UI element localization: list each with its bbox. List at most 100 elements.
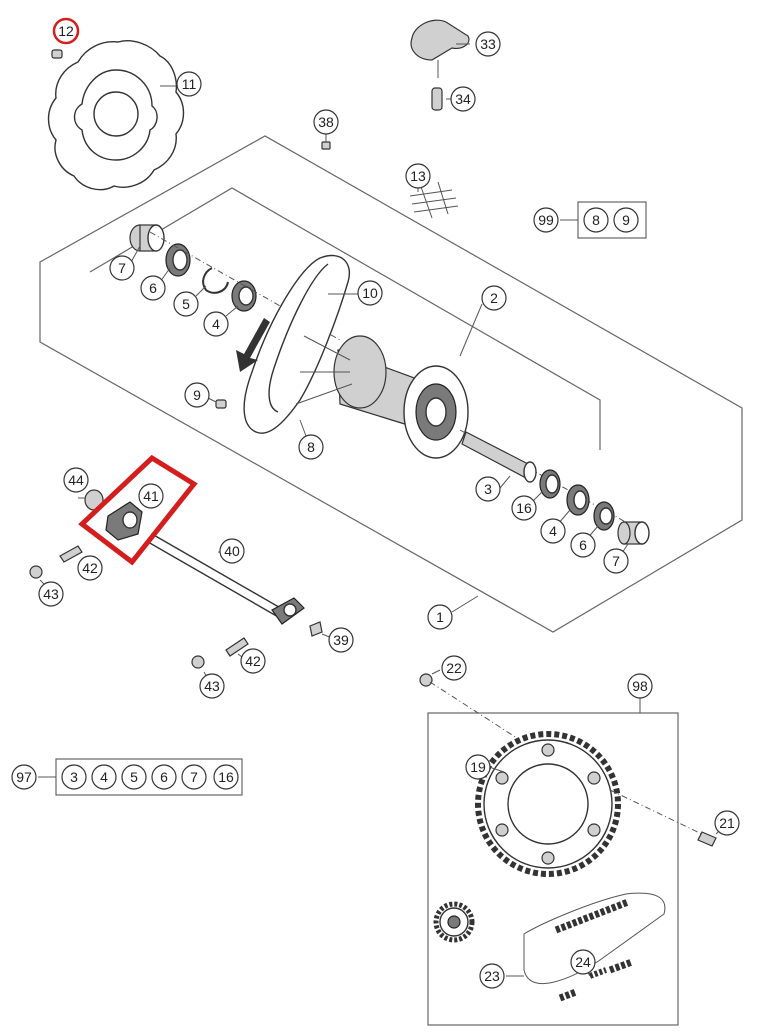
nut-43-right	[191, 655, 205, 669]
kit-97-item-5[interactable]: 5	[121, 764, 147, 790]
kit-97-item-7[interactable]: 7	[181, 764, 207, 790]
callout-4-left[interactable]: 4	[203, 311, 229, 337]
sprocket-kit-frame	[427, 712, 679, 1026]
callout-7-left[interactable]: 7	[109, 255, 135, 281]
svg-text:39: 39	[333, 632, 349, 648]
svg-text:13: 13	[410, 168, 426, 184]
callout-13[interactable]: 13	[405, 163, 431, 189]
adjuster-bolt-42-left	[59, 545, 83, 563]
svg-text:5: 5	[130, 769, 138, 785]
callout-3[interactable]: 3	[475, 476, 501, 502]
callout-24[interactable]: 24	[570, 949, 596, 975]
axle-40	[147, 533, 285, 619]
pin-34	[431, 87, 443, 111]
callout-1[interactable]: 1	[427, 604, 453, 630]
callout-44[interactable]: 44	[63, 467, 89, 493]
callout-4-right[interactable]: 4	[540, 518, 566, 544]
bearing-4-left	[231, 280, 257, 312]
callout-43-right[interactable]: 43	[199, 673, 225, 699]
callout-40[interactable]: 40	[219, 538, 245, 564]
svg-text:38: 38	[318, 114, 334, 130]
callout-23[interactable]: 23	[479, 963, 505, 989]
spacer-7-right	[617, 521, 650, 545]
svg-text:44: 44	[68, 472, 84, 488]
adjuster-bolt-42-right	[225, 637, 249, 657]
svg-text:7: 7	[190, 769, 198, 785]
callout-7-right[interactable]: 7	[603, 548, 629, 574]
spacer-7-left	[129, 224, 165, 252]
callout-42-left[interactable]: 42	[77, 555, 103, 581]
kit-97-item-16[interactable]: 16	[213, 764, 239, 790]
svg-text:6: 6	[579, 537, 587, 553]
callout-6-right[interactable]: 6	[570, 532, 596, 558]
wheel-hub-2	[295, 335, 469, 459]
svg-text:33: 33	[480, 36, 496, 52]
callout-5[interactable]: 5	[173, 291, 199, 317]
svg-text:8: 8	[307, 439, 315, 455]
bolt-39	[309, 621, 323, 637]
callout-21[interactable]: 21	[714, 810, 740, 836]
rotation-arrow-icon	[236, 318, 270, 372]
callout-22[interactable]: 22	[441, 655, 467, 681]
kit-97-item-6[interactable]: 6	[151, 764, 177, 790]
svg-text:1: 1	[436, 609, 444, 625]
callout-38[interactable]: 38	[313, 109, 339, 135]
svg-text:42: 42	[82, 560, 98, 576]
highlight-box-41	[78, 454, 198, 566]
kit-97-item-3[interactable]: 3	[61, 764, 87, 790]
svg-text:6: 6	[160, 769, 168, 785]
nut-38	[321, 141, 331, 150]
callout-10[interactable]: 10	[357, 280, 383, 306]
spacer-16	[539, 469, 561, 499]
svg-text:21: 21	[719, 815, 735, 831]
callout-19[interactable]: 19	[465, 754, 491, 780]
callout-41[interactable]: 41	[138, 483, 164, 509]
nut-43-left	[29, 565, 43, 579]
svg-text:98: 98	[632, 678, 648, 694]
callout-34[interactable]: 34	[450, 86, 476, 112]
callout-43-left[interactable]: 43	[38, 581, 64, 607]
wheel-assembly-inner-frame	[89, 187, 601, 450]
kit-99-item-9[interactable]: 9	[613, 207, 639, 233]
svg-text:9: 9	[622, 212, 630, 228]
chain-adjuster-right	[271, 597, 305, 625]
svg-text:4: 4	[549, 523, 557, 539]
callout-98[interactable]: 98	[627, 673, 653, 699]
seal-6-right	[593, 501, 615, 531]
callout-33[interactable]: 33	[475, 31, 501, 57]
callout-39[interactable]: 39	[328, 627, 354, 653]
sprocket-bolt-21	[697, 831, 717, 847]
circlip-5	[202, 267, 229, 294]
svg-text:11: 11	[182, 76, 197, 92]
chain-link-24	[588, 967, 608, 979]
bearing-4-right	[566, 484, 590, 516]
svg-text:5: 5	[182, 296, 190, 312]
svg-text:10: 10	[362, 285, 378, 301]
kit-99-item-8[interactable]: 8	[583, 207, 609, 233]
svg-text:16: 16	[218, 769, 234, 785]
bolt-9	[215, 399, 227, 409]
callout-11[interactable]: 11	[176, 71, 202, 97]
callout-16[interactable]: 16	[511, 495, 537, 521]
callout-42-right[interactable]: 42	[240, 648, 266, 674]
svg-text:43: 43	[43, 586, 59, 602]
rear-sprocket-19	[475, 731, 621, 877]
kit-97-item-4[interactable]: 4	[91, 764, 117, 790]
svg-text:97: 97	[16, 769, 32, 785]
callout-8[interactable]: 8	[298, 434, 324, 460]
rim-8	[243, 254, 351, 434]
sprocket-nut-22	[419, 673, 433, 687]
front-sprocket	[433, 901, 475, 943]
callout-12[interactable]: 12	[52, 17, 80, 45]
disc-bolt-12	[51, 49, 63, 59]
callout-9[interactable]: 9	[184, 382, 210, 408]
callout-2[interactable]: 2	[481, 285, 507, 311]
brake-disc	[47, 40, 185, 191]
callout-97[interactable]: 97	[11, 764, 37, 790]
svg-text:19: 19	[470, 759, 486, 775]
callout-99[interactable]: 99	[533, 207, 559, 233]
svg-text:99: 99	[538, 212, 554, 228]
svg-text:42: 42	[245, 653, 261, 669]
callout-6-left[interactable]: 6	[140, 275, 166, 301]
svg-text:23: 23	[484, 968, 500, 984]
